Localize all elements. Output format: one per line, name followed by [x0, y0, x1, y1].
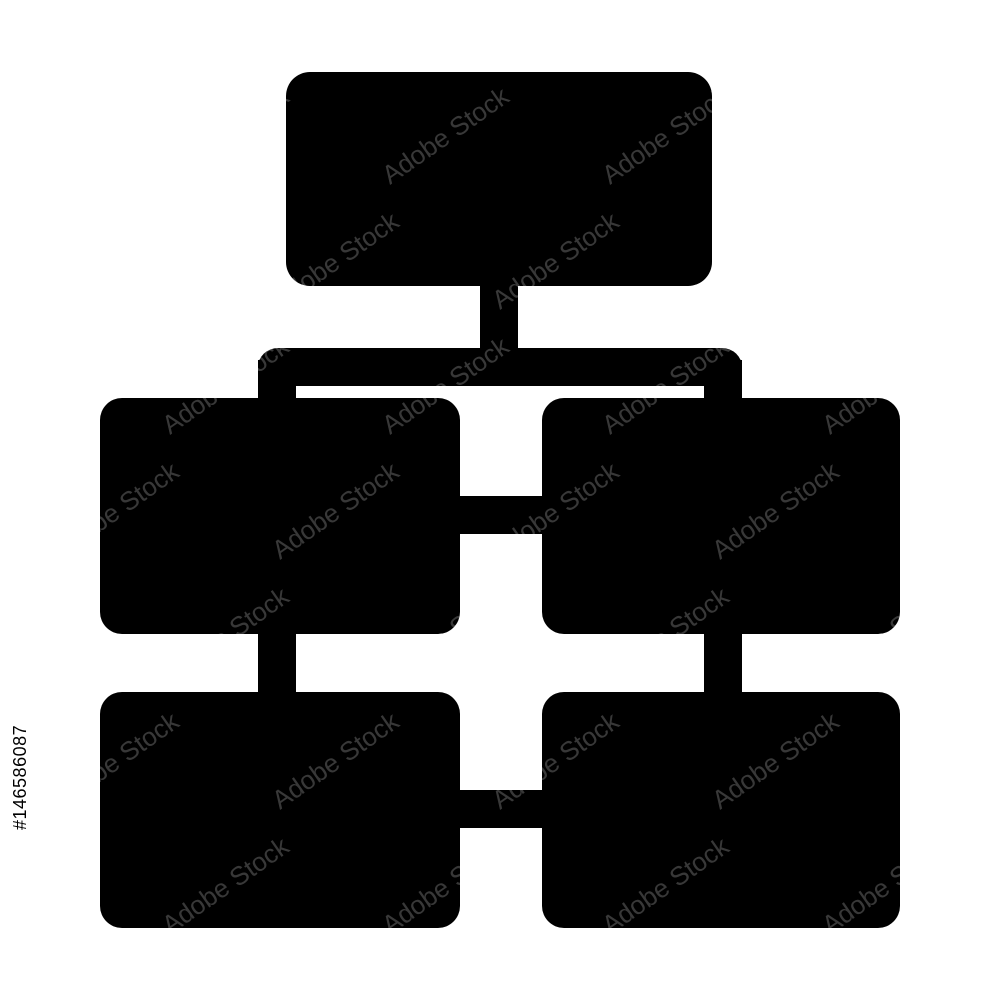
watermark-text: Adobe Stock — [926, 0, 1000, 65]
watermark-text: Adobe Stock — [926, 455, 1000, 565]
bottom-right-node — [542, 692, 900, 928]
watermark-text: Adobe Stock — [706, 205, 845, 315]
watermark-text: Adobe Stock — [156, 80, 295, 190]
watermark-text: Adobe Stock — [266, 0, 405, 65]
middle-left-node — [100, 398, 460, 634]
nodes — [100, 72, 900, 928]
bottom-row-link — [450, 790, 550, 828]
stock-id-label: #146586087 — [10, 724, 30, 830]
root-node — [286, 72, 712, 286]
bottom-left-node — [100, 692, 460, 928]
watermark-text: Adobe Stock — [706, 0, 845, 65]
watermark-text: Adobe Stock — [816, 80, 955, 190]
top-horizontal-bar — [258, 348, 742, 386]
middle-row-link — [450, 496, 550, 534]
watermark-text: Adobe Stock — [926, 205, 1000, 315]
watermark-text: Adobe Stock — [46, 0, 185, 65]
watermark-text: Adobe Stock — [926, 705, 1000, 815]
watermark-text: Adobe Stock — [486, 0, 625, 65]
middle-right-node — [542, 398, 900, 634]
watermark-text: Adobe Stock — [46, 205, 185, 315]
